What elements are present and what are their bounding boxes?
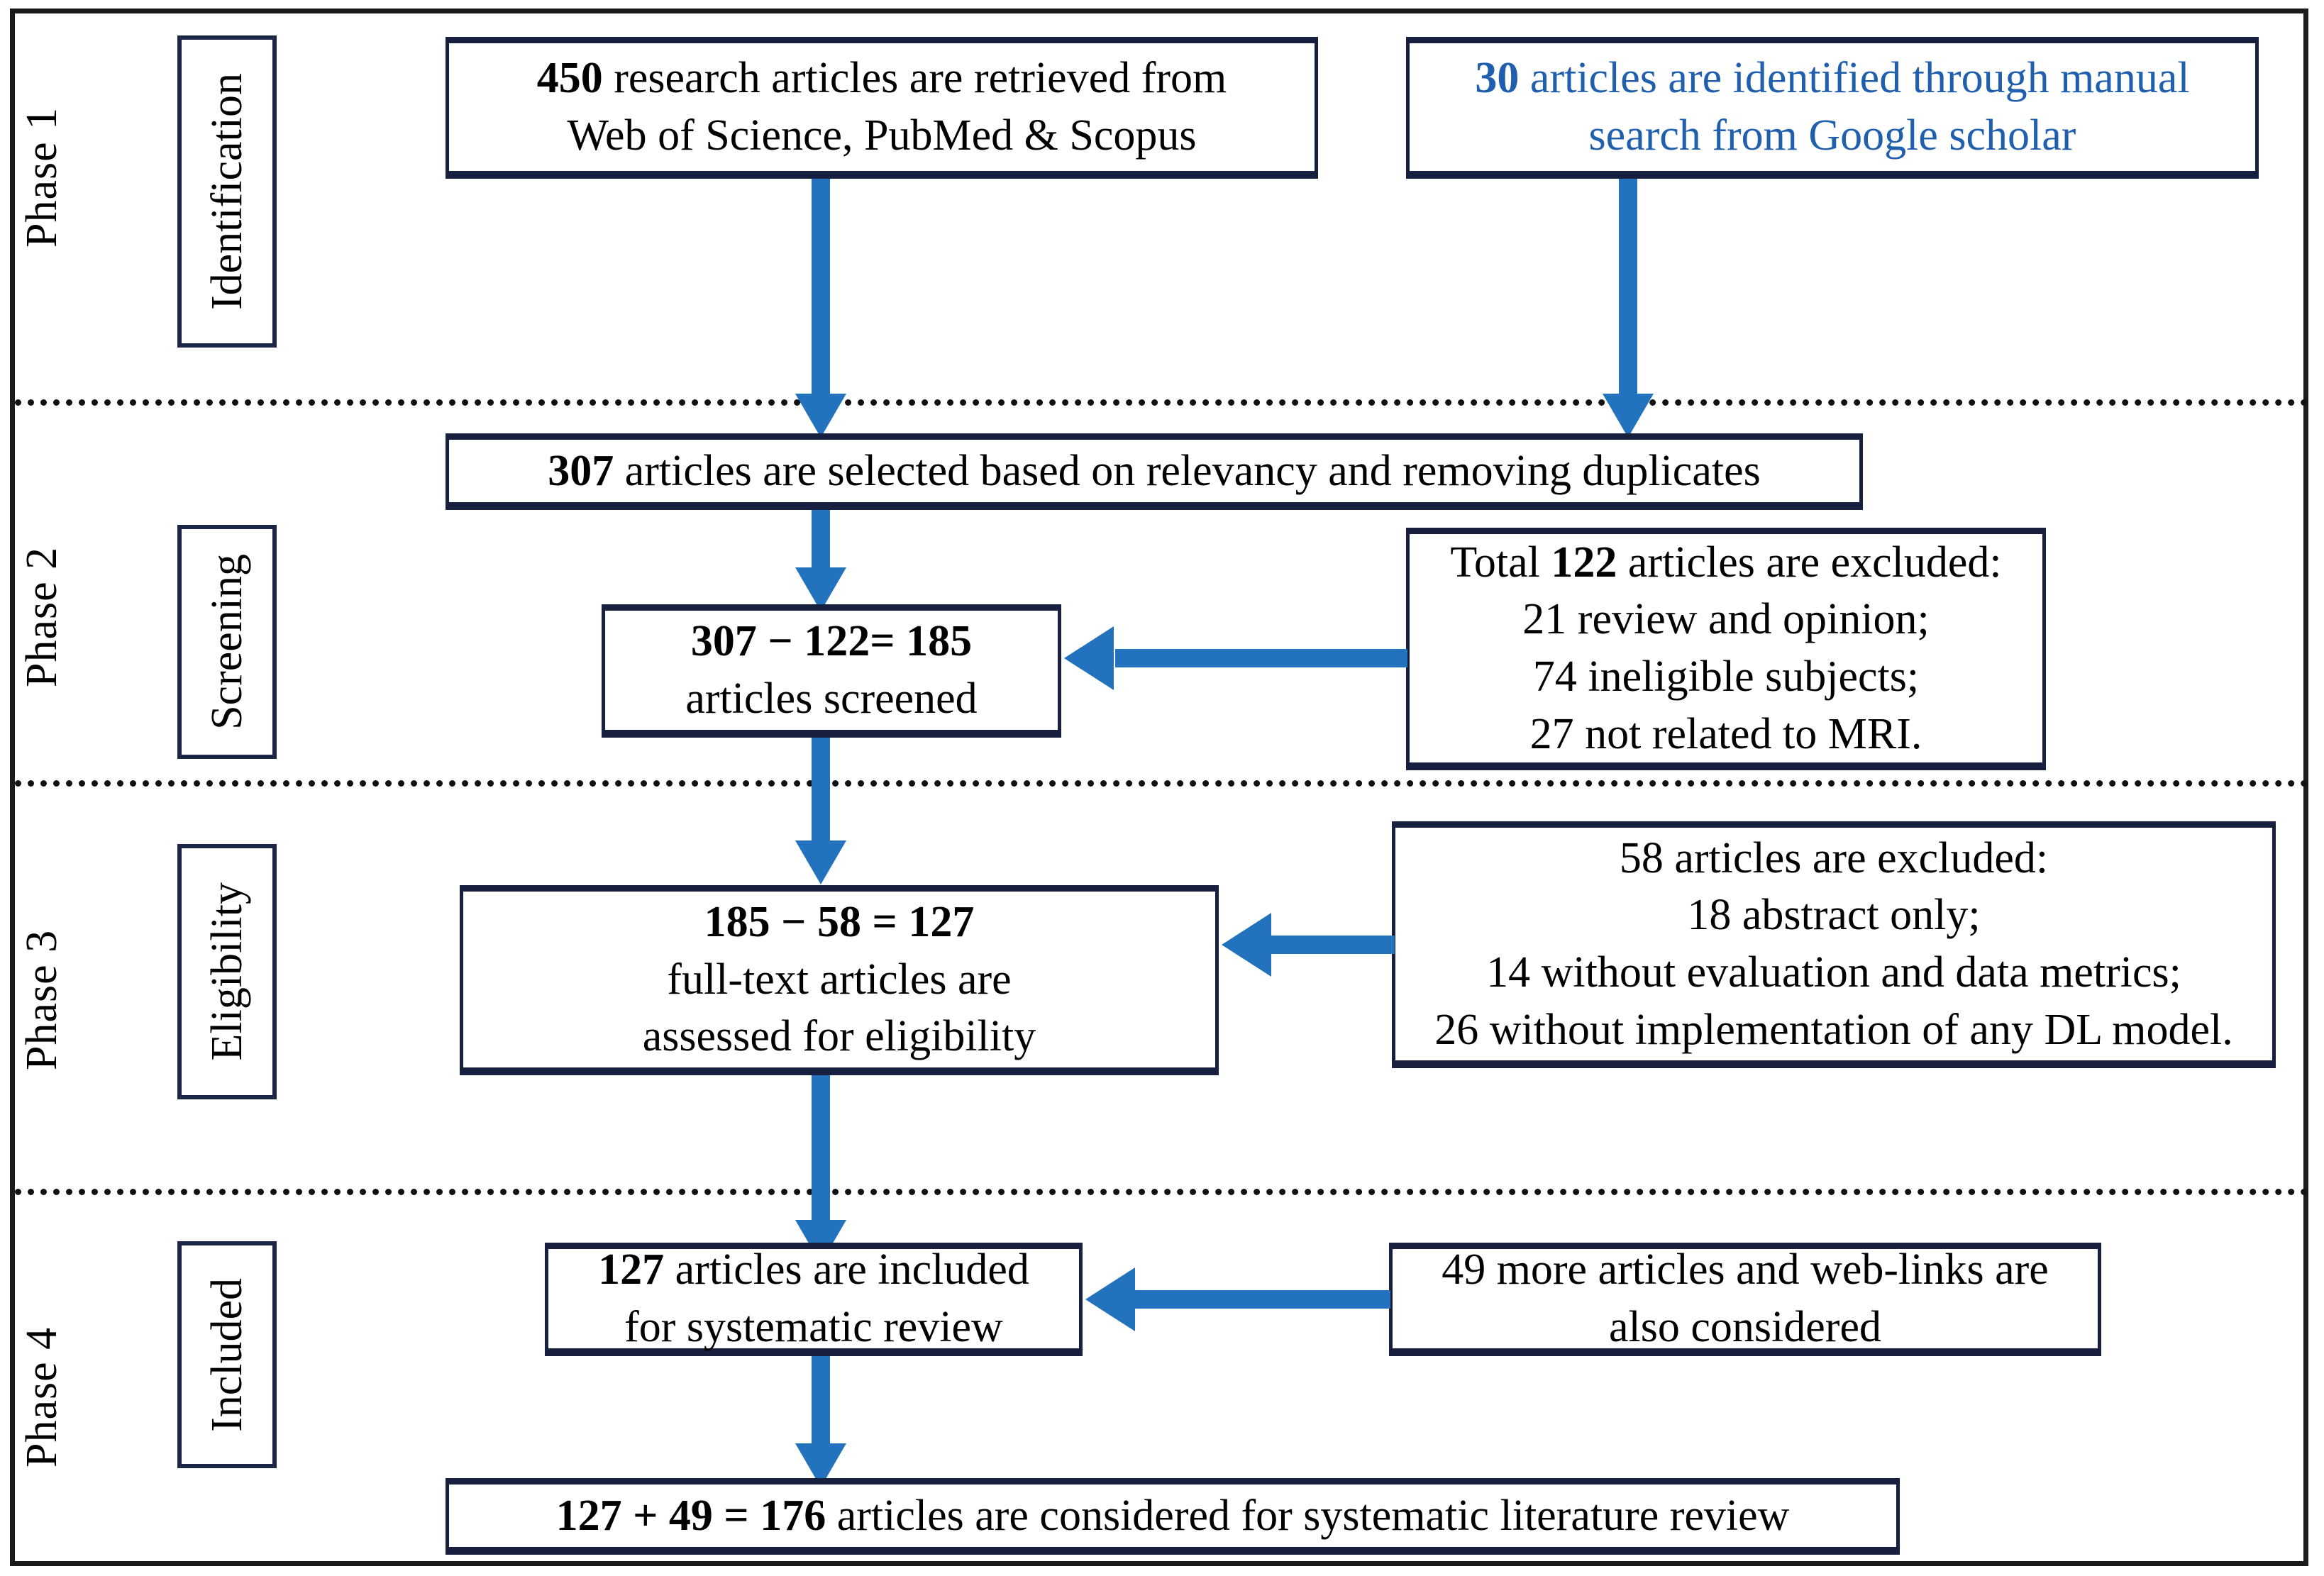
count-127: 127 (598, 1245, 665, 1294)
equation-185-58-127: 185 − 58 = 127 (704, 898, 975, 947)
arrow-included-to-final-shaft (812, 1356, 830, 1450)
phase-divider-3 (15, 1189, 2308, 1195)
stage-box-identification: Identification (177, 35, 277, 348)
node-identification-databases: 450 research articles are retrieved from… (446, 37, 1318, 179)
node-screening-excluded-line1-post: articles are excluded: (1617, 538, 2002, 587)
node-eligibility-count-line2: full-text articles are (667, 955, 1012, 1004)
node-final-total-line1: 127 + 49 = 176 articles are considered f… (556, 1487, 1790, 1545)
arrow-excluded122-head (1064, 626, 1114, 690)
phase-label-3: Phase 3 (18, 929, 66, 1071)
node-identification-manual: 30 articles are identified through manua… (1406, 37, 2259, 179)
node-identification-databases-line2: Web of Science, PubMed & Scopus (567, 111, 1197, 160)
stage-label-eligibility: Eligibility (203, 882, 251, 1061)
node-eligibility-count: 185 − 58 = 127 full-text articles are as… (460, 885, 1219, 1075)
node-eligibility-excluded-line1: 58 articles are excluded: (1619, 833, 2049, 882)
node-included-additional-line2: also considered (1609, 1303, 1881, 1351)
stage-label-identification: Identification (203, 73, 251, 310)
stage-label-screening: Screening (203, 554, 251, 730)
arrow-additional49-shaft (1135, 1290, 1390, 1309)
node-identification-databases-line1: 450 research articles are retrieved from (537, 50, 1227, 107)
node-identification-manual-line1: 30 articles are identified through manua… (1475, 50, 2189, 107)
node-final-total: 127 + 49 = 176 articles are considered f… (446, 1478, 1900, 1555)
arrow-db-to-selected-head (795, 394, 846, 438)
arrow-selected-to-screened-head (795, 567, 846, 611)
node-screening-excluded-line4: 27 not related to MRI. (1529, 709, 1922, 758)
arrow-excluded58-shaft (1270, 936, 1395, 954)
equation-307-122-185: 307 − 122= 185 (690, 617, 973, 666)
node-screening-excluded-line1: Total 122 articles are excluded: (1450, 534, 2001, 592)
arrow-excluded58-head (1222, 913, 1271, 977)
node-screening-excluded: Total 122 articles are excluded: 21 revi… (1406, 528, 2046, 770)
node-eligibility-excluded-line3: 14 without evaluation and data metrics; (1486, 948, 2181, 997)
arrow-selected-to-screened-shaft (812, 510, 830, 574)
node-included-additional-line1: 49 more articles and web-links are (1442, 1245, 2049, 1294)
arrow-screened-to-eligibility-shaft (812, 738, 830, 844)
count-307: 307 (548, 446, 614, 495)
phase-label-1: Phase 1 (18, 106, 66, 248)
node-identification-manual-line1-rest: articles are identified through manual (1519, 54, 2190, 103)
diagram-outer-frame (10, 9, 2308, 1566)
arrow-eligibility-to-included-shaft (812, 1075, 830, 1224)
arrow-db-to-selected-shaft (812, 179, 830, 399)
arrow-manual-to-selected-shaft (1619, 179, 1637, 399)
stage-box-included: Included (177, 1241, 277, 1468)
node-eligibility-excluded: 58 articles are excluded: 18 abstract on… (1392, 821, 2276, 1068)
count-122: 122 (1551, 538, 1617, 587)
node-eligibility-count-line1: 185 − 58 = 127 (704, 894, 975, 951)
node-screening-selected-line1: 307 articles are selected based on relev… (548, 443, 1760, 500)
phase-divider-1 (15, 399, 2308, 406)
stage-label-included: Included (203, 1277, 251, 1432)
arrow-excluded122-shaft (1115, 649, 1407, 667)
node-screening-selected: 307 articles are selected based on relev… (446, 433, 1863, 510)
arrow-additional49-head (1085, 1267, 1135, 1331)
phase-divider-2 (15, 780, 2308, 787)
count-30: 30 (1475, 54, 1520, 103)
node-identification-databases-line1-rest: research articles are retrieved from (602, 54, 1227, 103)
node-screening-count: 307 − 122= 185 articles screened (602, 604, 1061, 738)
node-eligibility-excluded-line2: 18 abstract only; (1687, 891, 1981, 940)
node-screening-count-line1: 307 − 122= 185 (691, 613, 972, 670)
node-included-count: 127 articles are included for systematic… (545, 1243, 1083, 1356)
node-eligibility-count-line3: assessed for eligibility (642, 1012, 1036, 1061)
equation-127-49-176: 127 + 49 = 176 (555, 1491, 826, 1540)
node-included-count-line1: 127 articles are included (598, 1241, 1029, 1299)
node-screening-excluded-line1-pre: Total (1450, 538, 1551, 587)
node-included-additional: 49 more articles and web-links are also … (1389, 1243, 2101, 1356)
node-identification-manual-line2: search from Google scholar (1588, 111, 2076, 160)
node-screening-excluded-line2: 21 review and opinion; (1522, 595, 1930, 644)
phase-label-4: Phase 4 (18, 1326, 66, 1468)
stage-box-eligibility: Eligibility (177, 844, 277, 1099)
phase-label-2: Phase 2 (18, 546, 66, 688)
stage-box-screening: Screening (177, 525, 277, 759)
node-included-count-line2: for systematic review (624, 1303, 1003, 1351)
arrow-manual-to-selected-head (1603, 394, 1654, 438)
node-included-count-line1-rest: articles are included (664, 1245, 1029, 1294)
arrow-screened-to-eligibility-head (795, 840, 846, 884)
node-screening-selected-line1-rest: articles are selected based on relevancy… (614, 446, 1761, 495)
node-final-total-line1-rest: articles are considered for systematic l… (826, 1491, 1790, 1540)
count-450: 450 (536, 54, 603, 103)
node-eligibility-excluded-line4: 26 without implementation of any DL mode… (1434, 1005, 2233, 1054)
node-screening-excluded-line3: 74 ineligible subjects; (1532, 653, 1920, 701)
node-screening-count-line2: articles screened (685, 675, 978, 723)
